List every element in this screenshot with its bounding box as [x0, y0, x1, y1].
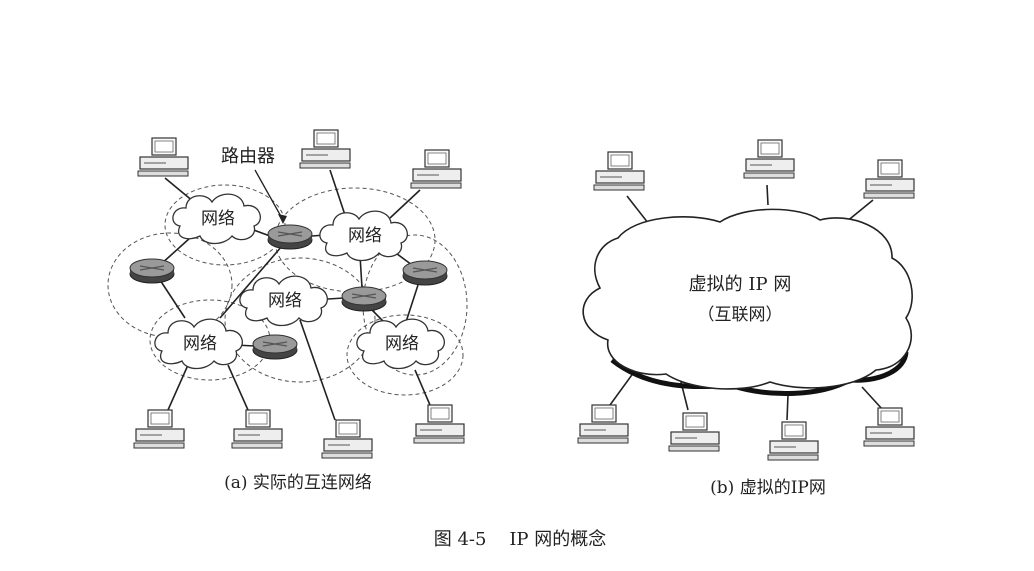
computer-icon	[231, 409, 283, 449]
computer-icon	[321, 419, 373, 459]
network-cloud-top-left: 网络	[172, 193, 261, 245]
network-label: 网络	[201, 209, 235, 229]
network-cloud-top-right: 网络	[319, 210, 408, 262]
caption-b: (b) 虚拟的IP网	[710, 478, 826, 498]
network-boundaries	[107, 184, 468, 396]
network-cloud-center: 网络	[239, 275, 328, 327]
computer-icon	[743, 139, 795, 179]
cloud-title: 虚拟的 IP 网	[689, 274, 792, 295]
router-icon	[402, 260, 448, 286]
computer-icon	[299, 129, 351, 169]
virtual-ip-cloud	[582, 208, 913, 390]
computer-icon	[137, 137, 189, 177]
router-annotation: 路由器	[221, 146, 275, 167]
virtual-ip-cloud-shadow	[610, 351, 909, 397]
computer-icon	[863, 407, 915, 447]
network-cloud-bottom-right: 网络	[356, 318, 445, 370]
router-annotation-arrow	[254, 169, 287, 224]
computer-icon	[767, 421, 819, 461]
network-label: 网络	[183, 334, 217, 354]
router-icon	[341, 286, 387, 312]
network-label: 网络	[385, 334, 419, 354]
computer-icon	[863, 159, 915, 199]
cloud-subtitle: （互联网）	[698, 305, 783, 325]
computer-icon	[577, 404, 629, 444]
router-icon	[267, 224, 313, 250]
router-icon	[252, 334, 298, 360]
diagram-b-virtual-ip-network: 虚拟的 IP 网 （互联网） (b) 虚拟的IP网	[577, 139, 915, 498]
computer-icon	[593, 151, 645, 191]
figure-caption: 图 4-5 IP 网的概念	[434, 528, 607, 550]
computer-icon	[413, 404, 465, 444]
router-icon	[129, 258, 175, 284]
computer-icon	[133, 409, 185, 449]
network-label: 网络	[348, 226, 382, 246]
network-label: 网络	[268, 291, 302, 311]
diagram-a-real-internetwork: 网络 网络 网络 网络 网络 路由器	[107, 129, 468, 493]
caption-a: (a) 实际的互连网络	[224, 473, 372, 493]
network-cloud-bottom-left: 网络	[154, 318, 243, 370]
computer-icon	[410, 149, 462, 189]
computer-icon	[668, 412, 720, 452]
